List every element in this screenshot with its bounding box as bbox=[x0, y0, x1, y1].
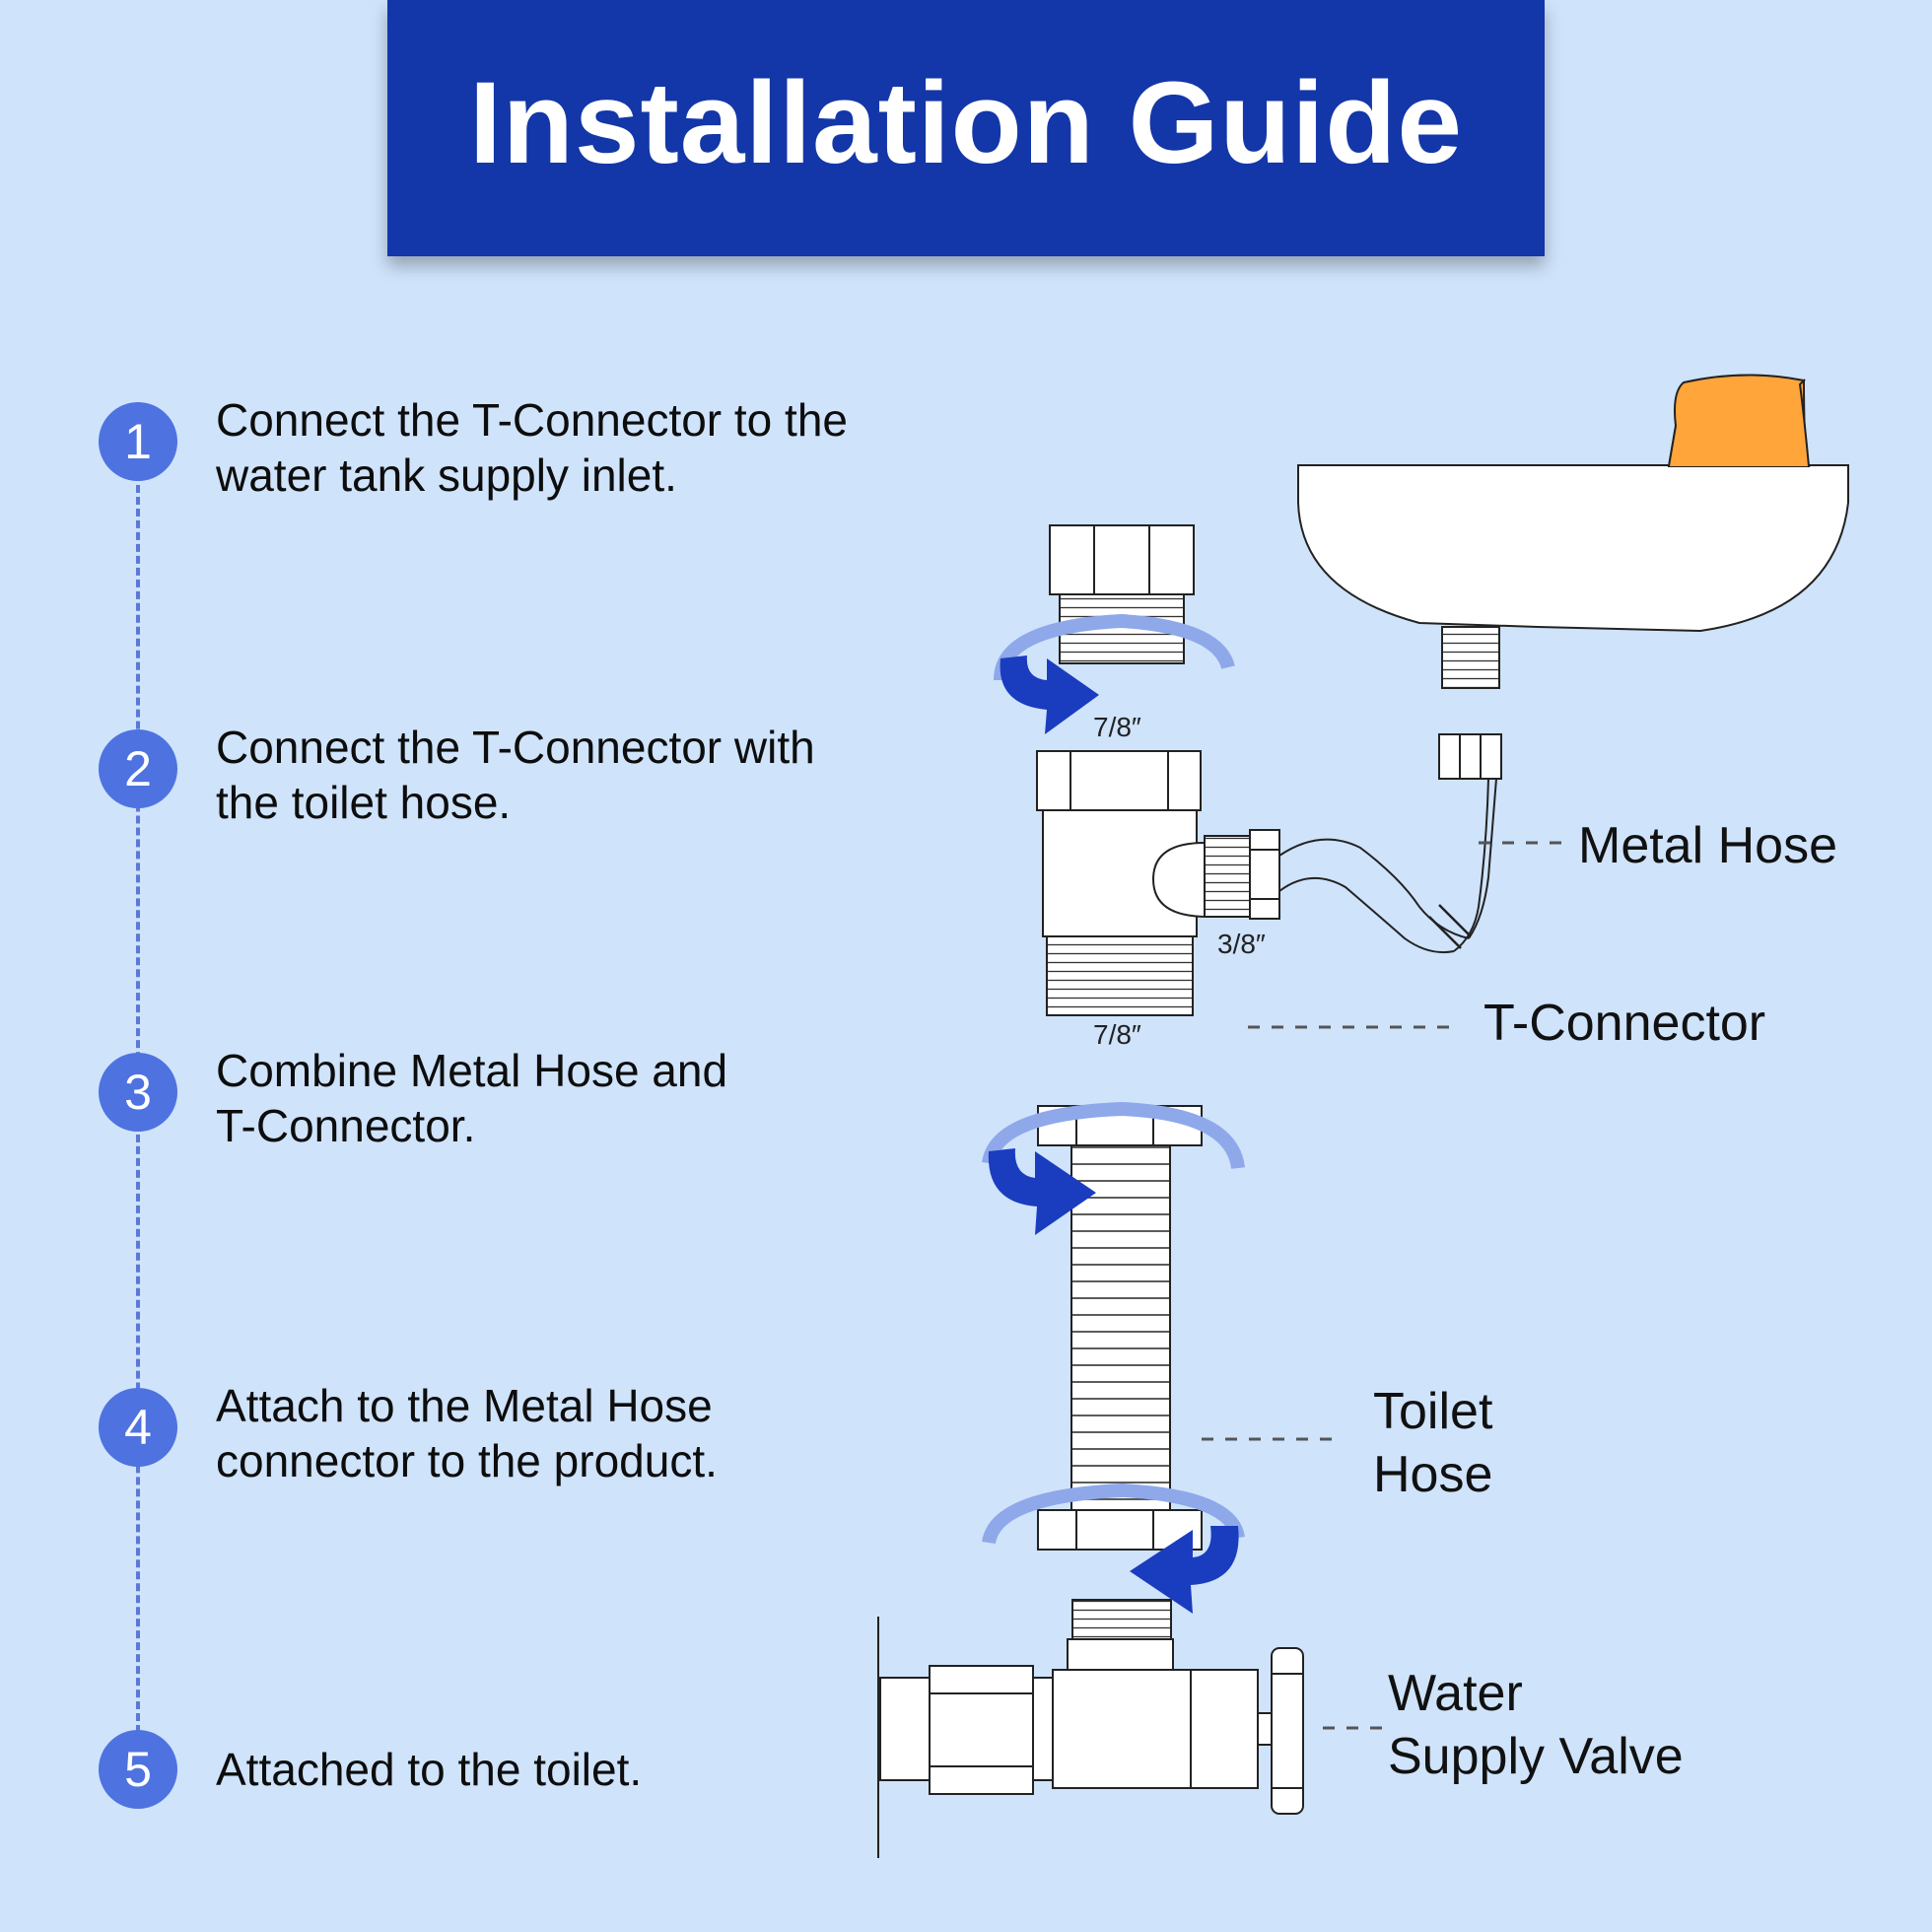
water-supply-valve bbox=[879, 1599, 1304, 1815]
step-text: Connect the T-Connector with the toilet … bbox=[216, 722, 815, 828]
step-text: Attach to the Metal Hose connector to th… bbox=[216, 1380, 718, 1486]
bidet-seat-body bbox=[1297, 374, 1849, 689]
rotation-arrow-upper-hose bbox=[982, 1101, 1245, 1235]
step-text: Combine Metal Hose and T-Connector. bbox=[216, 1045, 728, 1151]
rotation-arrow-lower-hose bbox=[982, 1483, 1245, 1614]
label-toilet-hose: Toilet Hose bbox=[1373, 1380, 1492, 1506]
label-water-valve-line2: Supply Valve bbox=[1388, 1728, 1684, 1785]
dimension-label-side: 3/8″ bbox=[1217, 929, 1266, 959]
dimension-label-bottom: 7/8″ bbox=[1093, 1019, 1141, 1050]
metal-hose bbox=[1278, 778, 1497, 954]
step-number-badge: 2 bbox=[99, 729, 177, 808]
metal-hose-connector bbox=[1438, 733, 1502, 780]
label-t-connector: T-Connector bbox=[1484, 995, 1766, 1052]
t-connector bbox=[1036, 750, 1280, 1016]
label-toilet-hose-line2: Hose bbox=[1373, 1446, 1493, 1503]
title-banner: Installation Guide bbox=[387, 0, 1545, 256]
step-number-badge: 1 bbox=[99, 402, 177, 481]
dimension-label-top: 7/8″ bbox=[1093, 712, 1141, 742]
label-water-valve-line1: Water bbox=[1388, 1665, 1523, 1722]
toilet-hose bbox=[1037, 1105, 1203, 1551]
step-number-badge: 3 bbox=[99, 1053, 177, 1132]
top-nut bbox=[1049, 524, 1195, 664]
label-metal-hose: Metal Hose bbox=[1578, 817, 1837, 874]
label-toilet-hose-line1: Toilet bbox=[1373, 1383, 1493, 1440]
label-water-supply-valve: Water Supply Valve bbox=[1388, 1662, 1684, 1788]
step-text: Attached to the toilet. bbox=[216, 1744, 643, 1795]
page-title: Installation Guide bbox=[469, 58, 1463, 188]
step-number-badge: 5 bbox=[99, 1730, 177, 1809]
step-text: Connect the T-Connector to the water tan… bbox=[216, 394, 848, 501]
step-number-badge: 4 bbox=[99, 1388, 177, 1467]
rotation-arrow-top bbox=[994, 613, 1235, 734]
